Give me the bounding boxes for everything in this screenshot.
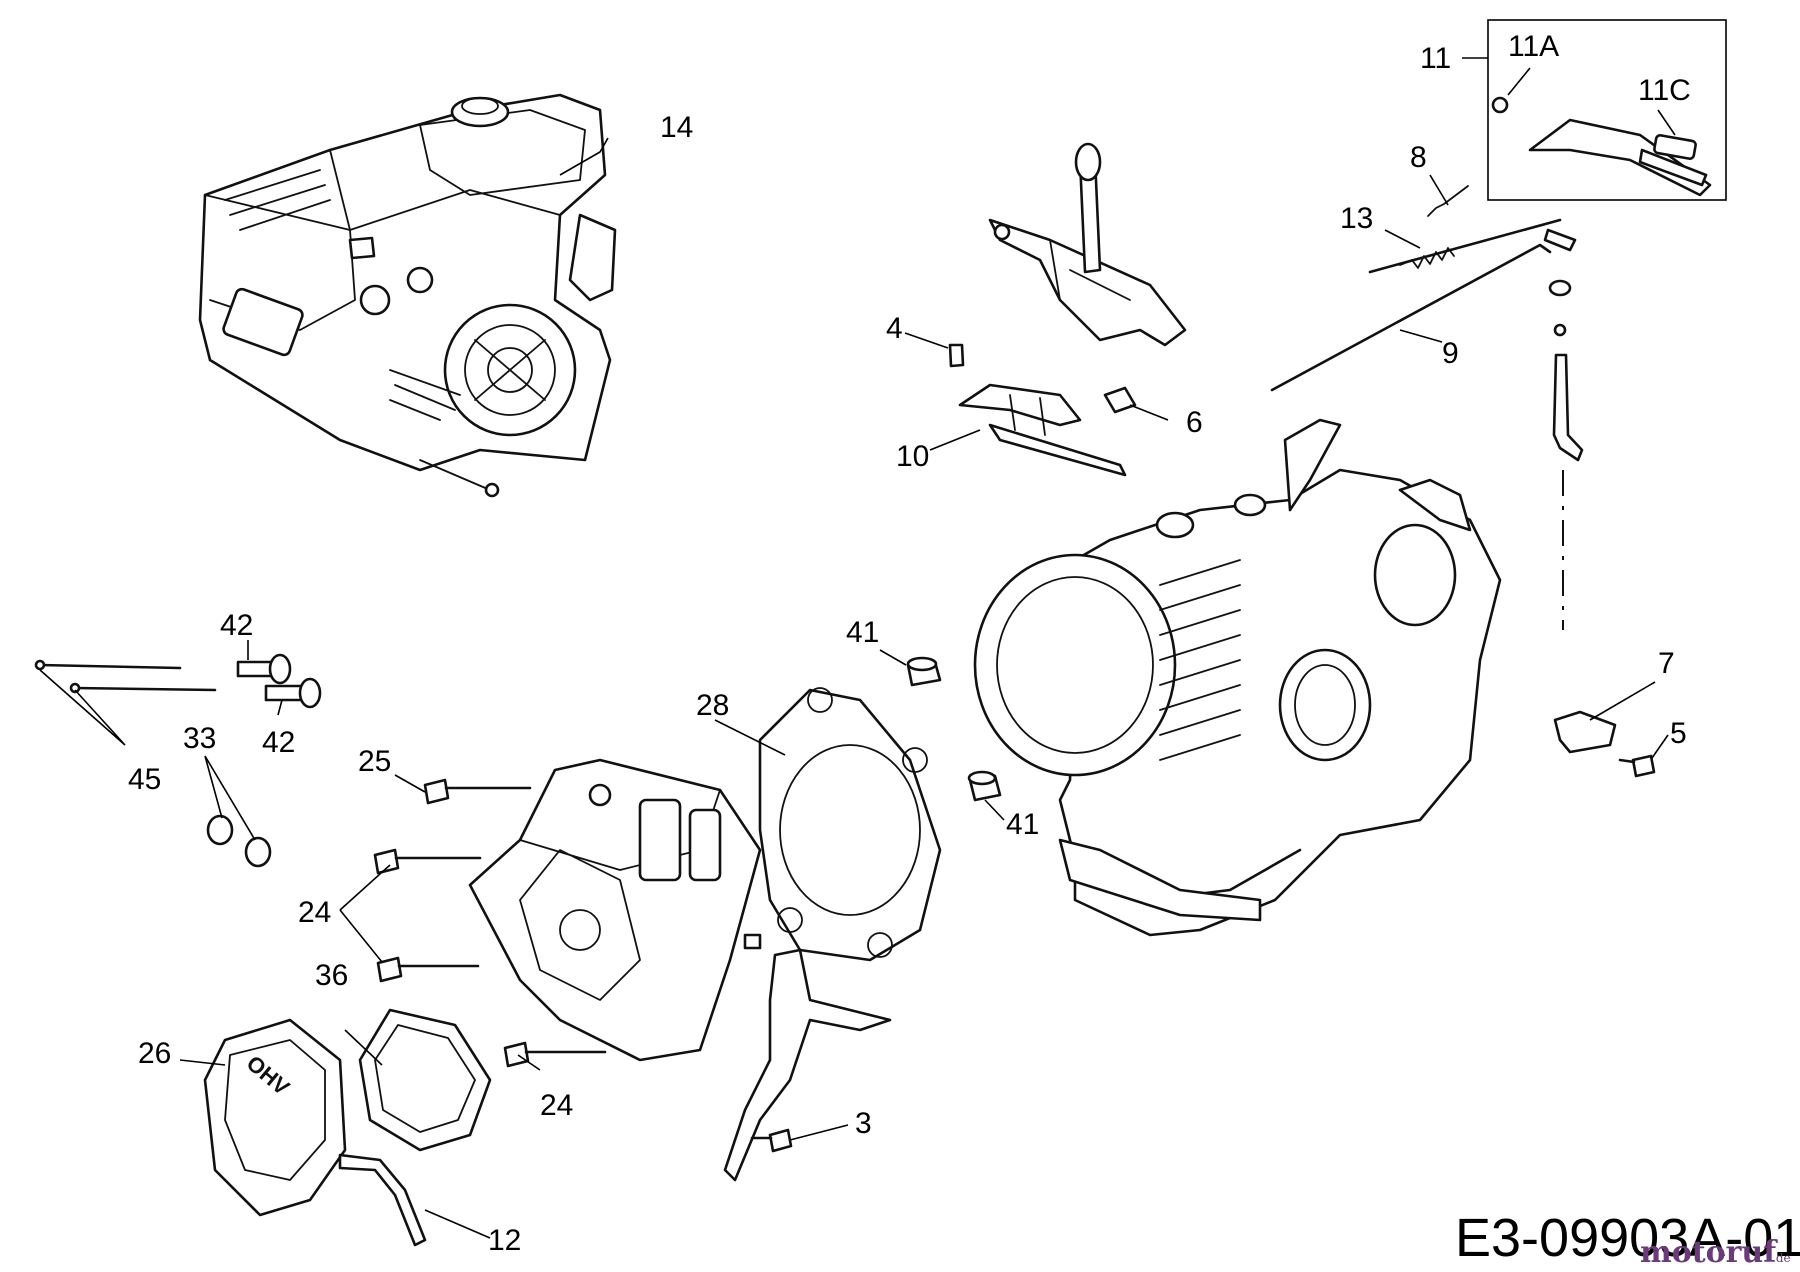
callout-26: 26: [138, 1037, 171, 1070]
part-11-box: [1487, 19, 1727, 201]
callout-6: 6: [1186, 406, 1203, 439]
bracket-part-3: [723, 948, 892, 1182]
plate-part-7: [1553, 710, 1617, 754]
callout-11a: 11A: [1508, 30, 1559, 63]
head-gasket: [758, 687, 942, 962]
callout-10: 10: [896, 440, 929, 473]
callout-12: 12: [488, 1224, 521, 1257]
watermark-suffix: .de: [1772, 1251, 1791, 1265]
callout-28: 28: [696, 689, 729, 722]
crankcase-block: [973, 418, 1502, 937]
bolts: [373, 754, 1656, 1153]
callout-11: 11: [1420, 42, 1451, 75]
push-rods: [34, 659, 217, 694]
callout-36: 36: [315, 959, 348, 992]
callout-45: 45: [128, 763, 161, 796]
callout-13: 13: [1340, 202, 1373, 235]
rocker-cover: OHV: [203, 1018, 347, 1217]
control-bracket: [988, 142, 1187, 347]
breather-tube: [338, 1153, 427, 1247]
callout-24-left: 24: [298, 896, 331, 929]
callout-3: 3: [855, 1107, 872, 1140]
callout-11c: 11C: [1638, 74, 1691, 107]
springs-and-rods: [1270, 185, 1584, 462]
callout-7: 7: [1658, 647, 1675, 680]
callout-5: 5: [1670, 717, 1687, 750]
callout-4: 4: [886, 312, 903, 345]
callout-8: 8: [1410, 141, 1427, 174]
valve-lifters: [236, 653, 322, 709]
cylinder-head: [468, 758, 762, 1062]
callouts: 14 11 11A 11C 8 13 4 6 9 10 42 42 41 41 …: [128, 30, 1691, 1257]
dowel-pins: [906, 656, 1002, 802]
callout-42-upper: 42: [220, 609, 253, 642]
leader-lines: [39, 57, 1676, 1239]
rocker-cover-gasket: [358, 1008, 492, 1152]
throttle-bracket: [948, 343, 1137, 477]
callout-42-lower: 42: [262, 726, 295, 759]
watermark-logo: motoruf: [1640, 1235, 1778, 1270]
callout-33: 33: [183, 722, 216, 755]
callout-41-upper: 41: [846, 616, 879, 649]
governor-lever: [1491, 96, 1712, 197]
engine-assembly: [198, 93, 617, 498]
callout-24-bottom: 24: [540, 1089, 573, 1122]
callout-25: 25: [358, 745, 391, 778]
callout-14: 14: [660, 111, 693, 144]
drawing-code: E3-09903A-01: [1455, 1208, 1800, 1268]
callout-9: 9: [1442, 337, 1459, 370]
nuts: [206, 814, 272, 868]
callout-41-lower: 41: [1006, 808, 1039, 841]
